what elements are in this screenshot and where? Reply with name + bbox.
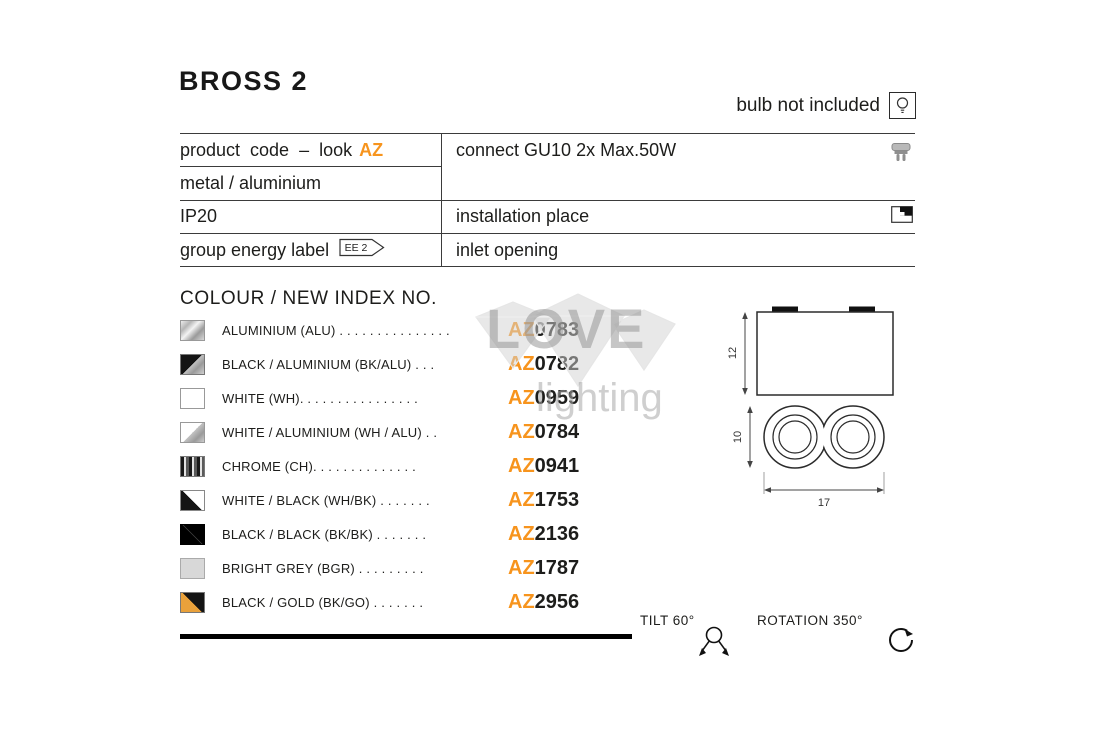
swatch-white-aluminium: [180, 421, 205, 443]
swatch-chrome: [180, 455, 205, 477]
bulb-note-text: bulb not included: [736, 95, 880, 116]
swatch-black-black: [180, 523, 205, 545]
spec-row-inlet: inlet opening: [442, 232, 915, 268]
colour-code: AZ0784: [508, 420, 580, 443]
swatch-bright-grey: [180, 557, 205, 579]
swatch-aluminium: [180, 319, 205, 341]
spec-row-product-code: product code – look AZ: [180, 133, 441, 166]
colour-code: AZ0941: [508, 454, 580, 477]
colour-label: WHITE / BLACK (WH/BK) . . . . . . .: [222, 492, 430, 508]
spec-label: metal / aluminium: [180, 172, 322, 193]
colour-code: AZ1753: [508, 488, 580, 511]
colour-row-white: WHITE (WH). . . . . . . . . . . . . . . …: [180, 385, 660, 411]
spec-label: connect GU10 2x Max.50W: [456, 140, 677, 160]
colour-label: CHROME (CH). . . . . . . . . . . . . .: [222, 458, 416, 474]
ceiling-mount-icon: [891, 205, 913, 228]
colour-code: AZ0782: [508, 352, 580, 375]
spec-row-material: metal / aluminium: [180, 166, 441, 199]
colour-row-chrome: CHROME (CH). . . . . . . . . . . . . . A…: [180, 453, 660, 479]
spec-label: installation place: [456, 206, 590, 227]
terminal-tab: [772, 306, 798, 313]
technical-drawing: 12 10 17: [727, 306, 894, 509]
spec-table-right: connect GU10 2x Max.50W installation pla…: [441, 133, 915, 268]
gu10-icon: [889, 142, 913, 168]
swatch-black-gold: [180, 591, 205, 613]
colour-label: BLACK / GOLD (BK/GO) . . . . . . .: [222, 594, 424, 610]
spec-table-left: product code – look AZ metal / aluminium…: [180, 133, 441, 268]
spec-label: group energy label: [180, 239, 330, 260]
terminal-tab: [849, 306, 875, 313]
spec-row-ip: IP20: [180, 199, 441, 233]
colour-row-aluminium: ALUMINIUM (ALU) . . . . . . . . . . . . …: [180, 317, 660, 343]
colour-code: AZ0959: [508, 386, 580, 409]
swatch-black-aluminium: [180, 353, 205, 375]
spec-row-installation: installation place: [442, 199, 915, 233]
colour-row-white-aluminium: WHITE / ALUMINIUM (WH / ALU) . . AZ0784: [180, 419, 660, 445]
colour-label: ALUMINIUM (ALU) . . . . . . . . . . . . …: [222, 322, 450, 338]
dim-width-label: 17: [818, 497, 830, 509]
swatch-white: [180, 387, 205, 409]
spec-row-connect: connect GU10 2x Max.50W: [442, 133, 915, 200]
bulb-icon: [889, 92, 916, 119]
page-title: BROSS 2: [179, 66, 309, 96]
colour-label: BLACK / ALUMINIUM (BK/ALU) . . .: [222, 356, 435, 372]
colour-code: AZ1787: [508, 556, 580, 579]
colour-row-black-black: BLACK / BLACK (BK/BK) . . . . . . . AZ21…: [180, 521, 660, 547]
colour-code: AZ0783: [508, 318, 580, 341]
dim-depth-label: 10: [732, 431, 744, 443]
side-view-body: [756, 311, 894, 396]
spec-label: IP20: [180, 206, 218, 227]
colour-row-black-aluminium: BLACK / ALUMINIUM (BK/ALU) . . . AZ0782: [180, 351, 660, 377]
colour-row-black-gold: BLACK / GOLD (BK/GO) . . . . . . . AZ295…: [180, 589, 660, 615]
colour-section-heading: COLOUR / NEW INDEX NO.: [180, 288, 438, 309]
rotation-label: ROTATION 350°: [757, 613, 863, 628]
spec-label: product code – look: [180, 139, 353, 160]
colour-label: BRIGHT GREY (BGR) . . . . . . . . .: [222, 560, 424, 576]
colour-label: WHITE (WH). . . . . . . . . . . . . . . …: [222, 390, 418, 406]
colour-row-bright-grey: BRIGHT GREY (BGR) . . . . . . . . . AZ17…: [180, 555, 660, 581]
energy-label-badge: EE 2: [339, 238, 385, 262]
swatch-white-black: [180, 489, 205, 511]
colour-code: AZ2136: [508, 522, 580, 545]
spec-label: inlet opening: [456, 239, 559, 260]
colour-code: AZ2956: [508, 590, 580, 613]
dim-height-label: 12: [727, 347, 739, 359]
colour-label: WHITE / ALUMINIUM (WH / ALU) . .: [222, 424, 438, 440]
svg-text:EE 2: EE 2: [345, 242, 368, 254]
spec-row-energy-label: group energy label EE 2: [180, 232, 441, 268]
colour-row-white-black: WHITE / BLACK (WH/BK) . . . . . . . AZ17…: [180, 487, 660, 513]
rotation-icon: [889, 628, 913, 652]
footer-divider-line: [180, 634, 632, 639]
tilt-label: TILT 60°: [640, 613, 695, 628]
tilt-icon: [699, 626, 729, 656]
spec-accent-az: AZ: [359, 139, 384, 160]
colour-label: BLACK / BLACK (BK/BK) . . . . . . .: [222, 526, 427, 542]
